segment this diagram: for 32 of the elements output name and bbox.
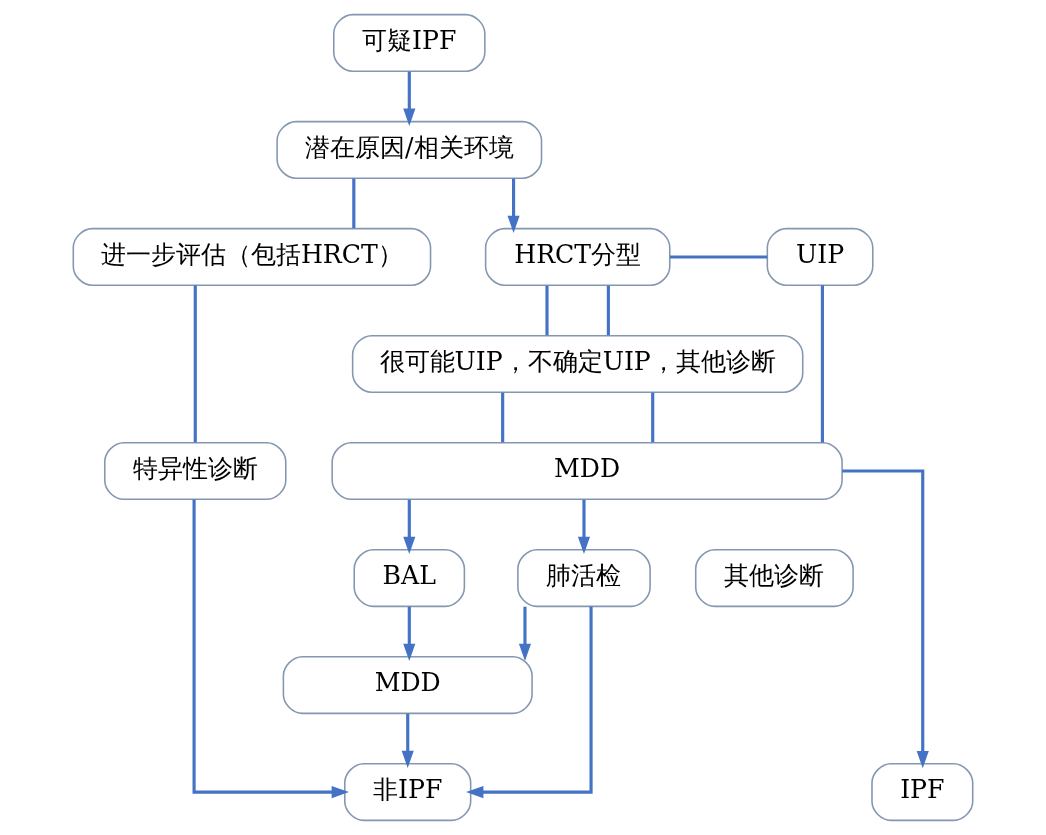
connector [670,255,768,259]
connector [651,392,655,443]
connector [352,178,356,229]
node-box: 特异性诊断 [104,441,287,501]
node-box: 进一步评估（包括HRCT） [72,227,432,287]
arrow [507,178,520,233]
connector [501,392,505,443]
arrow [403,499,416,555]
node-box: 非IPF [344,762,472,822]
node-box: MDD [331,441,843,501]
node-box: 可疑IPF [332,13,486,73]
arrow [466,606,593,799]
arrow [403,71,416,126]
arrow [577,499,591,555]
connector [606,285,610,336]
node-box: HRCT分型 [484,227,671,287]
connector [193,285,197,443]
node-box: IPF [871,762,974,822]
node-box: 其他诊断 [694,548,854,608]
node-box: 很可能UIP，不确定UIP，其他诊断 [351,334,804,394]
connector [820,285,824,443]
node-box: MDD [282,655,533,715]
arrow [403,606,416,662]
connector [545,285,549,336]
node-box: BAL [353,548,466,608]
arrow [518,606,532,662]
node-box: 肺活检 [517,548,651,608]
arrow [842,469,929,769]
node-box: 潜在原因/相关环境 [276,120,543,180]
arrow [401,713,414,769]
node-box: UIP [766,227,874,287]
arrow [192,499,349,799]
